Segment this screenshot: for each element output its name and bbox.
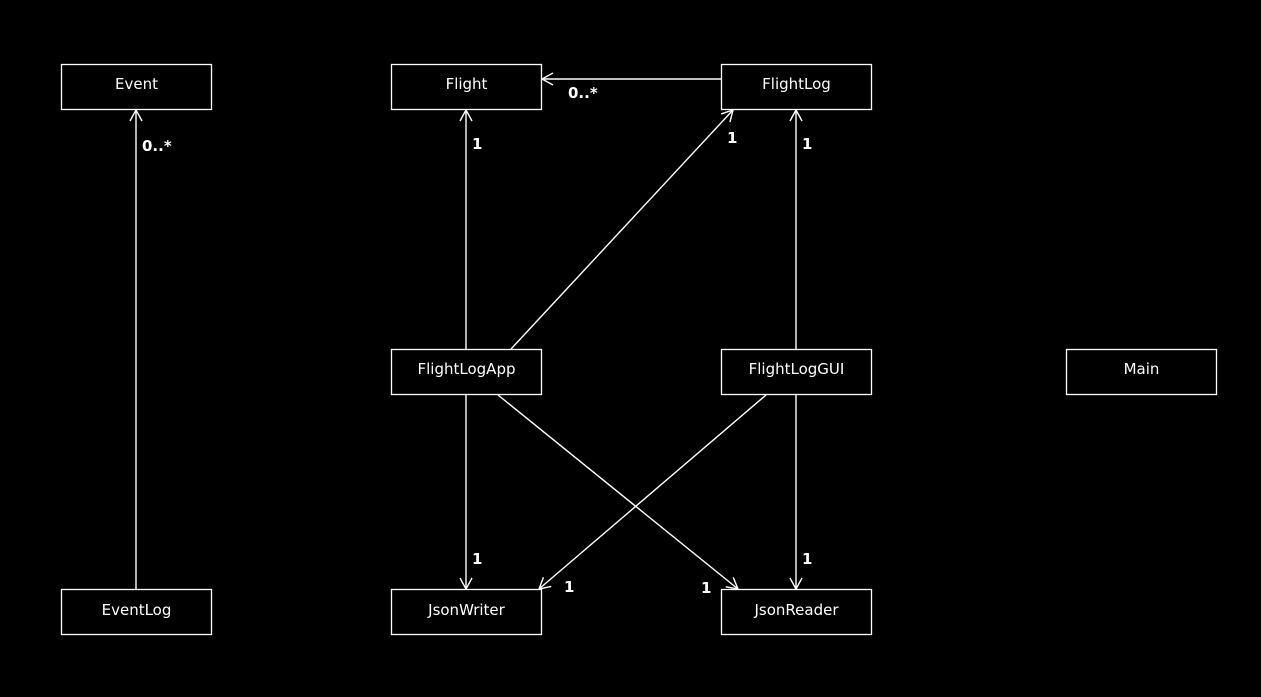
class-flightlogapp-label: FlightLogApp: [418, 360, 516, 378]
class-flightlog[interactable]: FlightLog: [720, 63, 873, 111]
mult-flightlogapp-jsonreader: 1: [701, 579, 711, 597]
class-eventlog-label: EventLog: [102, 601, 172, 619]
class-jsonreader[interactable]: JsonReader: [720, 588, 873, 636]
mult-eventlog-event: 0..*: [142, 137, 172, 155]
mult-flightloggui-flightlog: 1: [802, 135, 812, 153]
class-jsonwriter[interactable]: JsonWriter: [390, 588, 543, 636]
assoc-flightlogapp-flightlog: [510, 108, 734, 350]
mult-flightloggui-jsonreader: 1: [802, 550, 812, 568]
class-main[interactable]: Main: [1065, 348, 1218, 396]
multiplicities: 0..* 0..* 1 1 1 1 1 1 1: [142, 84, 812, 597]
classes: Event Flight FlightLog FlightLogApp Flig…: [60, 63, 1218, 636]
class-event-label: Event: [115, 75, 158, 93]
mult-flightlogapp-flightlog: 1: [727, 129, 737, 147]
class-event[interactable]: Event: [60, 63, 213, 111]
class-flight[interactable]: Flight: [390, 63, 543, 111]
class-main-label: Main: [1124, 360, 1160, 378]
class-jsonwriter-label: JsonWriter: [427, 601, 506, 619]
mult-flightlogapp-flight: 1: [472, 135, 482, 153]
class-flightloggui-label: FlightLogGUI: [749, 360, 845, 378]
class-flightloggui[interactable]: FlightLogGUI: [720, 348, 873, 396]
mult-flightloggui-jsonwriter: 1: [564, 578, 574, 596]
class-flight-label: Flight: [446, 75, 488, 93]
class-jsonreader-label: JsonReader: [753, 601, 839, 619]
class-flightlog-label: FlightLog: [762, 75, 831, 93]
assoc-flightloggui-jsonwriter: [537, 394, 767, 590]
mult-flightlogapp-jsonwriter: 1: [472, 550, 482, 568]
mult-flightlog-flight: 0..*: [568, 84, 598, 102]
class-flightlogapp[interactable]: FlightLogApp: [390, 348, 543, 396]
assoc-flightlogapp-jsonreader: [497, 394, 740, 590]
associations: [129, 72, 803, 591]
class-eventlog[interactable]: EventLog: [60, 588, 213, 636]
